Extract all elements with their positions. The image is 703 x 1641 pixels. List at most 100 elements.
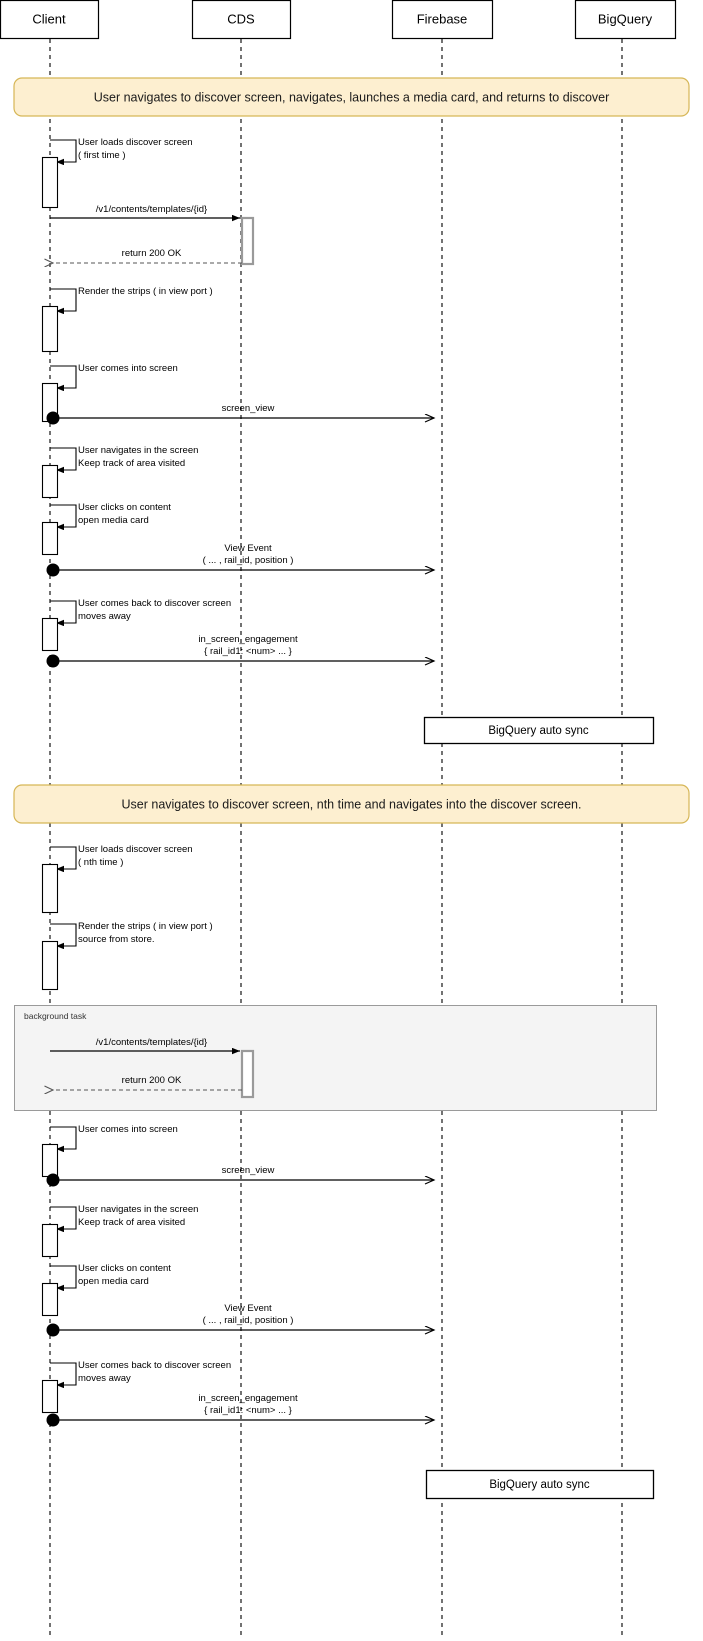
lifeline-firebase[interactable]: Firebase	[391, 0, 494, 1640]
message-label: open media card	[78, 1276, 149, 1287]
message-label: /v1/contents/templates/{id}	[96, 204, 207, 215]
bigquery-sync-label: BigQuery auto sync	[489, 1479, 590, 1491]
message-label: View Event	[224, 543, 272, 554]
message-m11[interactable]: in_screen_engagement{ rail_id1: <num> ..…	[46, 634, 435, 668]
message-label: { rail_id1: <num> ... }	[204, 1405, 292, 1416]
self-message-arrow	[50, 1206, 77, 1233]
note-note-1: User navigates to discover screen, navig…	[13, 77, 690, 117]
note-box	[13, 784, 690, 824]
lifeline-label-bigquery: BigQuery	[598, 11, 653, 26]
self-message-arrow	[50, 139, 77, 166]
activation-bar	[41, 521, 59, 556]
activation-bar	[41, 1223, 59, 1258]
message-label: screen_view	[222, 1165, 275, 1176]
activation-bar	[41, 1143, 59, 1178]
self-message-arrow	[50, 1362, 77, 1389]
bigquery-sync-box[interactable]	[425, 1469, 655, 1500]
message-label: User clicks on content	[78, 502, 171, 513]
message-label: in_screen_engagement	[198, 1393, 298, 1404]
message-m20[interactable]: View Event( ... , rail_id, position )	[46, 1303, 435, 1337]
self-message-arrow	[50, 1265, 77, 1292]
self-message-arrow	[50, 365, 77, 392]
message-label: source from store.	[78, 934, 155, 945]
fragment-box	[14, 1005, 657, 1111]
bigquery-sync-box[interactable]	[423, 716, 655, 745]
message-m14[interactable]: /v1/contents/templates/{id}	[50, 1037, 255, 1099]
activation-bar	[41, 1282, 59, 1317]
self-message-arrow	[50, 447, 77, 474]
lifeline-header-box[interactable]	[574, 0, 677, 40]
notes-layer: User navigates to discover screen, navig…	[13, 77, 690, 824]
lifeline-label-client: Client	[32, 11, 66, 26]
message-m16[interactable]: User comes into screen	[41, 1124, 178, 1178]
message-label: User loads discover screen	[78, 137, 193, 148]
sync-box-sync-2[interactable]: BigQuery auto sync	[425, 1469, 655, 1500]
lifeline-header-box[interactable]	[191, 0, 292, 40]
lifeline-label-firebase: Firebase	[417, 11, 468, 26]
activation-bar	[41, 1379, 59, 1414]
self-message-arrow	[50, 846, 77, 873]
message-label: open media card	[78, 515, 149, 526]
message-m1[interactable]: User loads discover screen( first time )	[41, 137, 193, 209]
message-label: User navigates in the screen	[78, 1204, 198, 1215]
self-message-arrow	[50, 504, 77, 531]
self-message-arrow	[50, 923, 77, 950]
self-message-arrow	[50, 1126, 77, 1153]
message-m22[interactable]: in_screen_engagement{ rail_id1: <num> ..…	[46, 1393, 435, 1427]
message-label: return 200 OK	[122, 1075, 182, 1086]
messages-layer: User loads discover screen( first time )…	[41, 137, 435, 1427]
message-m9[interactable]: View Event( ... , rail_id, position )	[46, 543, 435, 577]
lifeline-client[interactable]: Client	[0, 0, 100, 1640]
message-m12[interactable]: User loads discover screen ( nth time )	[41, 844, 193, 914]
lifeline-cds[interactable]: CDS	[191, 0, 292, 1640]
lifeline-header-box[interactable]	[0, 0, 100, 40]
message-m13[interactable]: Render the strips ( in view port )source…	[41, 921, 213, 991]
bigquery-sync-label: BigQuery auto sync	[488, 725, 589, 737]
target-activation-bar	[240, 1049, 255, 1099]
activation-bar	[41, 156, 59, 209]
note-text: User navigates to discover screen, nth t…	[122, 797, 582, 811]
message-label: { rail_id1: <num> ... }	[204, 646, 292, 657]
message-label: User comes into screen	[78, 363, 178, 374]
message-label: in_screen_engagement	[198, 634, 298, 645]
message-label: User loads discover screen	[78, 844, 193, 855]
message-label: User clicks on content	[78, 1263, 171, 1274]
note-text: User navigates to discover screen, navig…	[94, 90, 610, 104]
fragment-background-task: background task	[14, 1005, 657, 1111]
lifeline-header-box[interactable]	[391, 0, 494, 40]
message-m21[interactable]: User comes back to discover screenmoves …	[41, 1360, 232, 1414]
lifelines-layer: Client CDS Firebase BigQuery	[0, 0, 677, 1640]
message-label: ( nth time )	[78, 857, 123, 868]
message-m2[interactable]: /v1/contents/templates/{id}	[50, 204, 255, 266]
message-m19[interactable]: User clicks on content open media card	[41, 1263, 172, 1317]
message-label: View Event	[224, 1303, 272, 1314]
message-m17[interactable]: screen_view	[46, 1165, 435, 1187]
target-activation-bar	[240, 216, 255, 266]
message-label: User comes back to discover screen	[78, 1360, 231, 1371]
message-label: screen_view	[222, 403, 275, 414]
message-m3[interactable]: return 200 OK	[53, 248, 242, 263]
activation-bar	[41, 617, 59, 652]
activation-bar	[41, 305, 59, 353]
message-m5[interactable]: User comes into screen	[41, 363, 178, 423]
self-message-arrow	[50, 600, 77, 627]
note-box	[13, 77, 690, 117]
activation-bar	[41, 464, 59, 499]
message-label: ( ... , rail_id, position )	[203, 555, 294, 566]
lifeline-bigquery[interactable]: BigQuery	[574, 0, 677, 1640]
message-label: Keep track of area visited	[78, 1217, 185, 1228]
message-m4[interactable]: Render the strips ( in view port )	[41, 286, 213, 353]
message-label: moves away	[78, 611, 131, 622]
note-note-2: User navigates to discover screen, nth t…	[13, 784, 690, 824]
message-m15[interactable]: return 200 OK	[53, 1075, 242, 1090]
message-m10[interactable]: User comes back to discover screenmoves …	[41, 598, 232, 652]
message-label: Render the strips ( in view port )	[78, 286, 213, 297]
sync-box-sync-1[interactable]: BigQuery auto sync	[423, 716, 655, 745]
message-m8[interactable]: User clicks on content open media card	[41, 502, 172, 556]
message-m6[interactable]: screen_view	[46, 403, 435, 425]
